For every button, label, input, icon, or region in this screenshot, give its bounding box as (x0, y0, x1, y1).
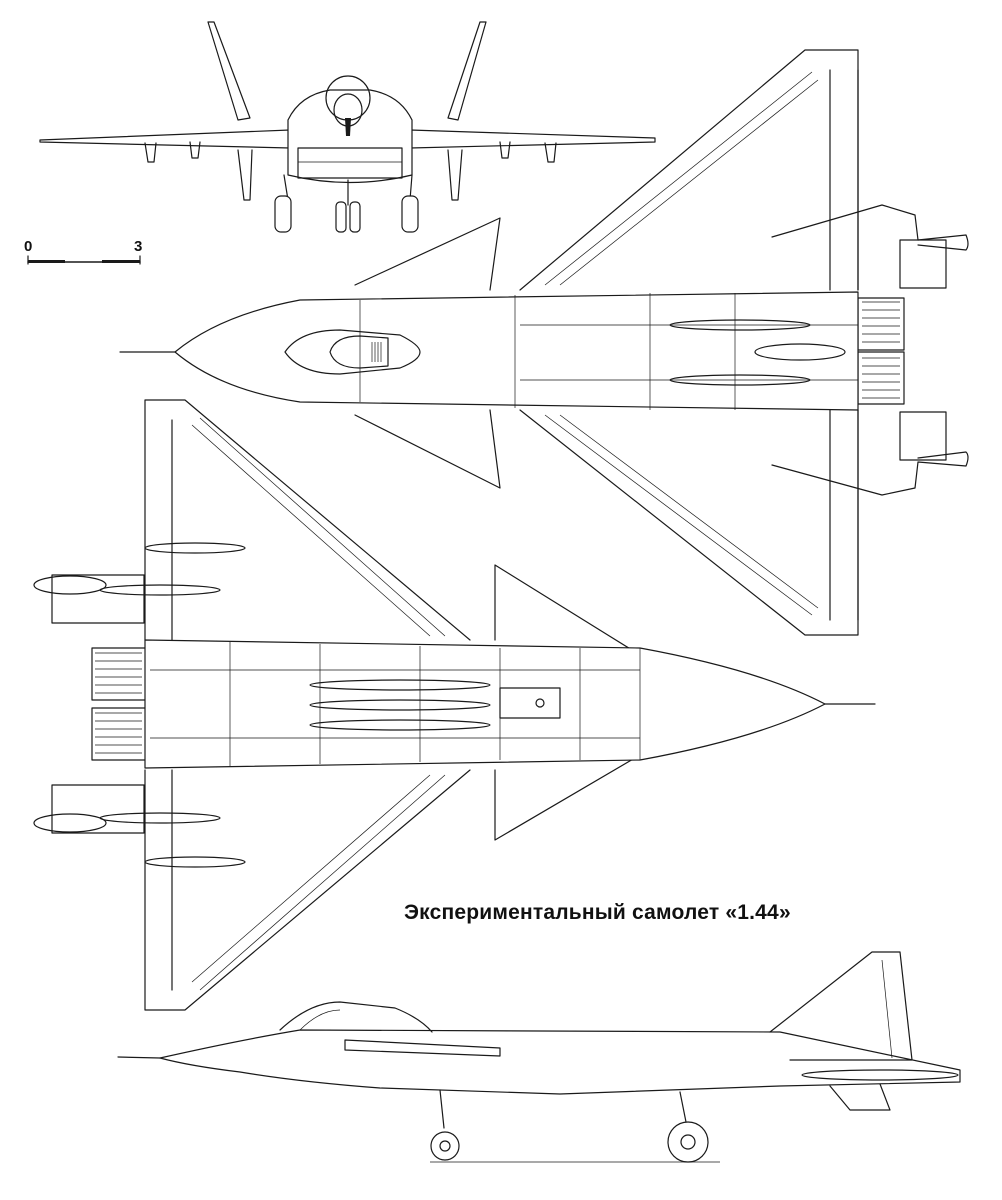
bottom-view (33, 399, 876, 1011)
scale-start-label: 0 (24, 238, 33, 255)
drawing-caption: Экспериментальный самолет «1.44» (404, 901, 791, 924)
front-view (39, 21, 656, 233)
top-view (119, 49, 969, 636)
side-view (117, 951, 961, 1163)
scale-end-label: 3 (134, 238, 143, 255)
scale-bar (27, 255, 141, 265)
